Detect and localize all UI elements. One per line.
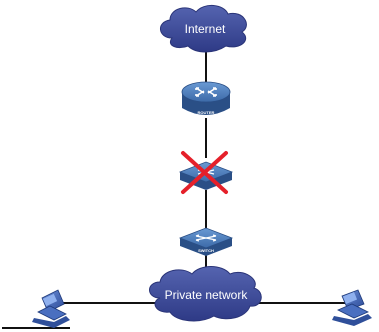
switch-icon: SWITCH xyxy=(178,227,234,256)
switch-arrows-icon xyxy=(195,234,217,242)
private-network-label: Private network xyxy=(165,288,249,302)
router-icon: ROUTER xyxy=(181,81,231,115)
left-pc-icon xyxy=(32,289,70,328)
switch-label: SWITCH xyxy=(198,248,214,253)
router-label: ROUTER xyxy=(198,110,215,115)
failure-x-mark-icon xyxy=(181,151,228,194)
links xyxy=(2,48,346,329)
router-arrows-icon xyxy=(195,87,217,97)
internet-cloud: Internet xyxy=(160,5,247,53)
private-network-cloud: Private network xyxy=(149,266,262,322)
right-pc-icon xyxy=(332,289,372,326)
internet-label: Internet xyxy=(185,22,226,36)
